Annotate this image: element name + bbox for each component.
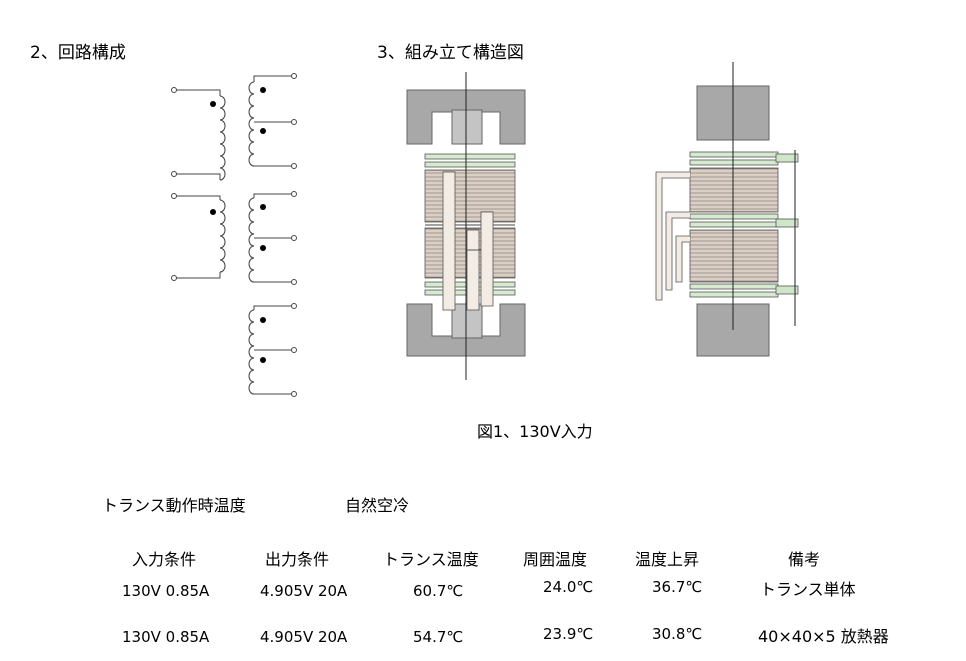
side-winding-upper xyxy=(689,167,779,213)
row1-rise: 36.7℃ xyxy=(652,578,703,596)
assembly-side-view xyxy=(655,62,799,357)
row1-note: トランス単体 xyxy=(760,580,856,599)
row1-trans-temp: 60.7℃ xyxy=(413,582,464,600)
header-ambient: 周囲温度 xyxy=(523,550,588,569)
cooling-method: 自然空冷 xyxy=(345,496,410,515)
header-input: 入力条件 xyxy=(132,550,197,569)
row1-output: 4.905V 20A xyxy=(260,582,348,600)
top-core xyxy=(406,89,526,145)
primary-winding-1 xyxy=(171,87,226,181)
header-rise: 温度上昇 xyxy=(635,550,700,569)
side-winding-lower xyxy=(689,229,779,283)
row2-note: 40×40×5 放熱器 xyxy=(758,627,889,646)
temperature-heading: トランス動作時温度 xyxy=(102,496,246,515)
secondary-winding-3 xyxy=(248,303,297,397)
row1-input: 130V 0.85A xyxy=(122,582,210,600)
header-output: 出力条件 xyxy=(265,550,330,569)
figure-caption: 図1、130V入力 xyxy=(477,422,593,441)
row2-rise: 30.8℃ xyxy=(652,625,703,643)
front-winding-upper xyxy=(424,169,516,223)
primary-winding-2 xyxy=(171,193,226,281)
row2-ambient: 23.9℃ xyxy=(543,625,594,643)
section-3-title: 3、組み立て構造図 xyxy=(377,43,524,63)
secondary-winding-2 xyxy=(248,191,297,285)
header-trans-temp: トランス温度 xyxy=(383,550,479,569)
bottom-core xyxy=(406,303,526,357)
row2-trans-temp: 54.7℃ xyxy=(413,628,464,646)
section-2-title: 2、回路構成 xyxy=(30,43,126,63)
assembly-front-view xyxy=(406,72,526,380)
row1-ambient: 24.0℃ xyxy=(543,578,594,596)
row2-input: 130V 0.85A xyxy=(122,628,210,646)
secondary-winding-1 xyxy=(248,73,297,169)
row2-output: 4.905V 20A xyxy=(260,628,348,646)
header-note: 備考 xyxy=(788,550,821,569)
circuit-schematic xyxy=(171,73,297,397)
